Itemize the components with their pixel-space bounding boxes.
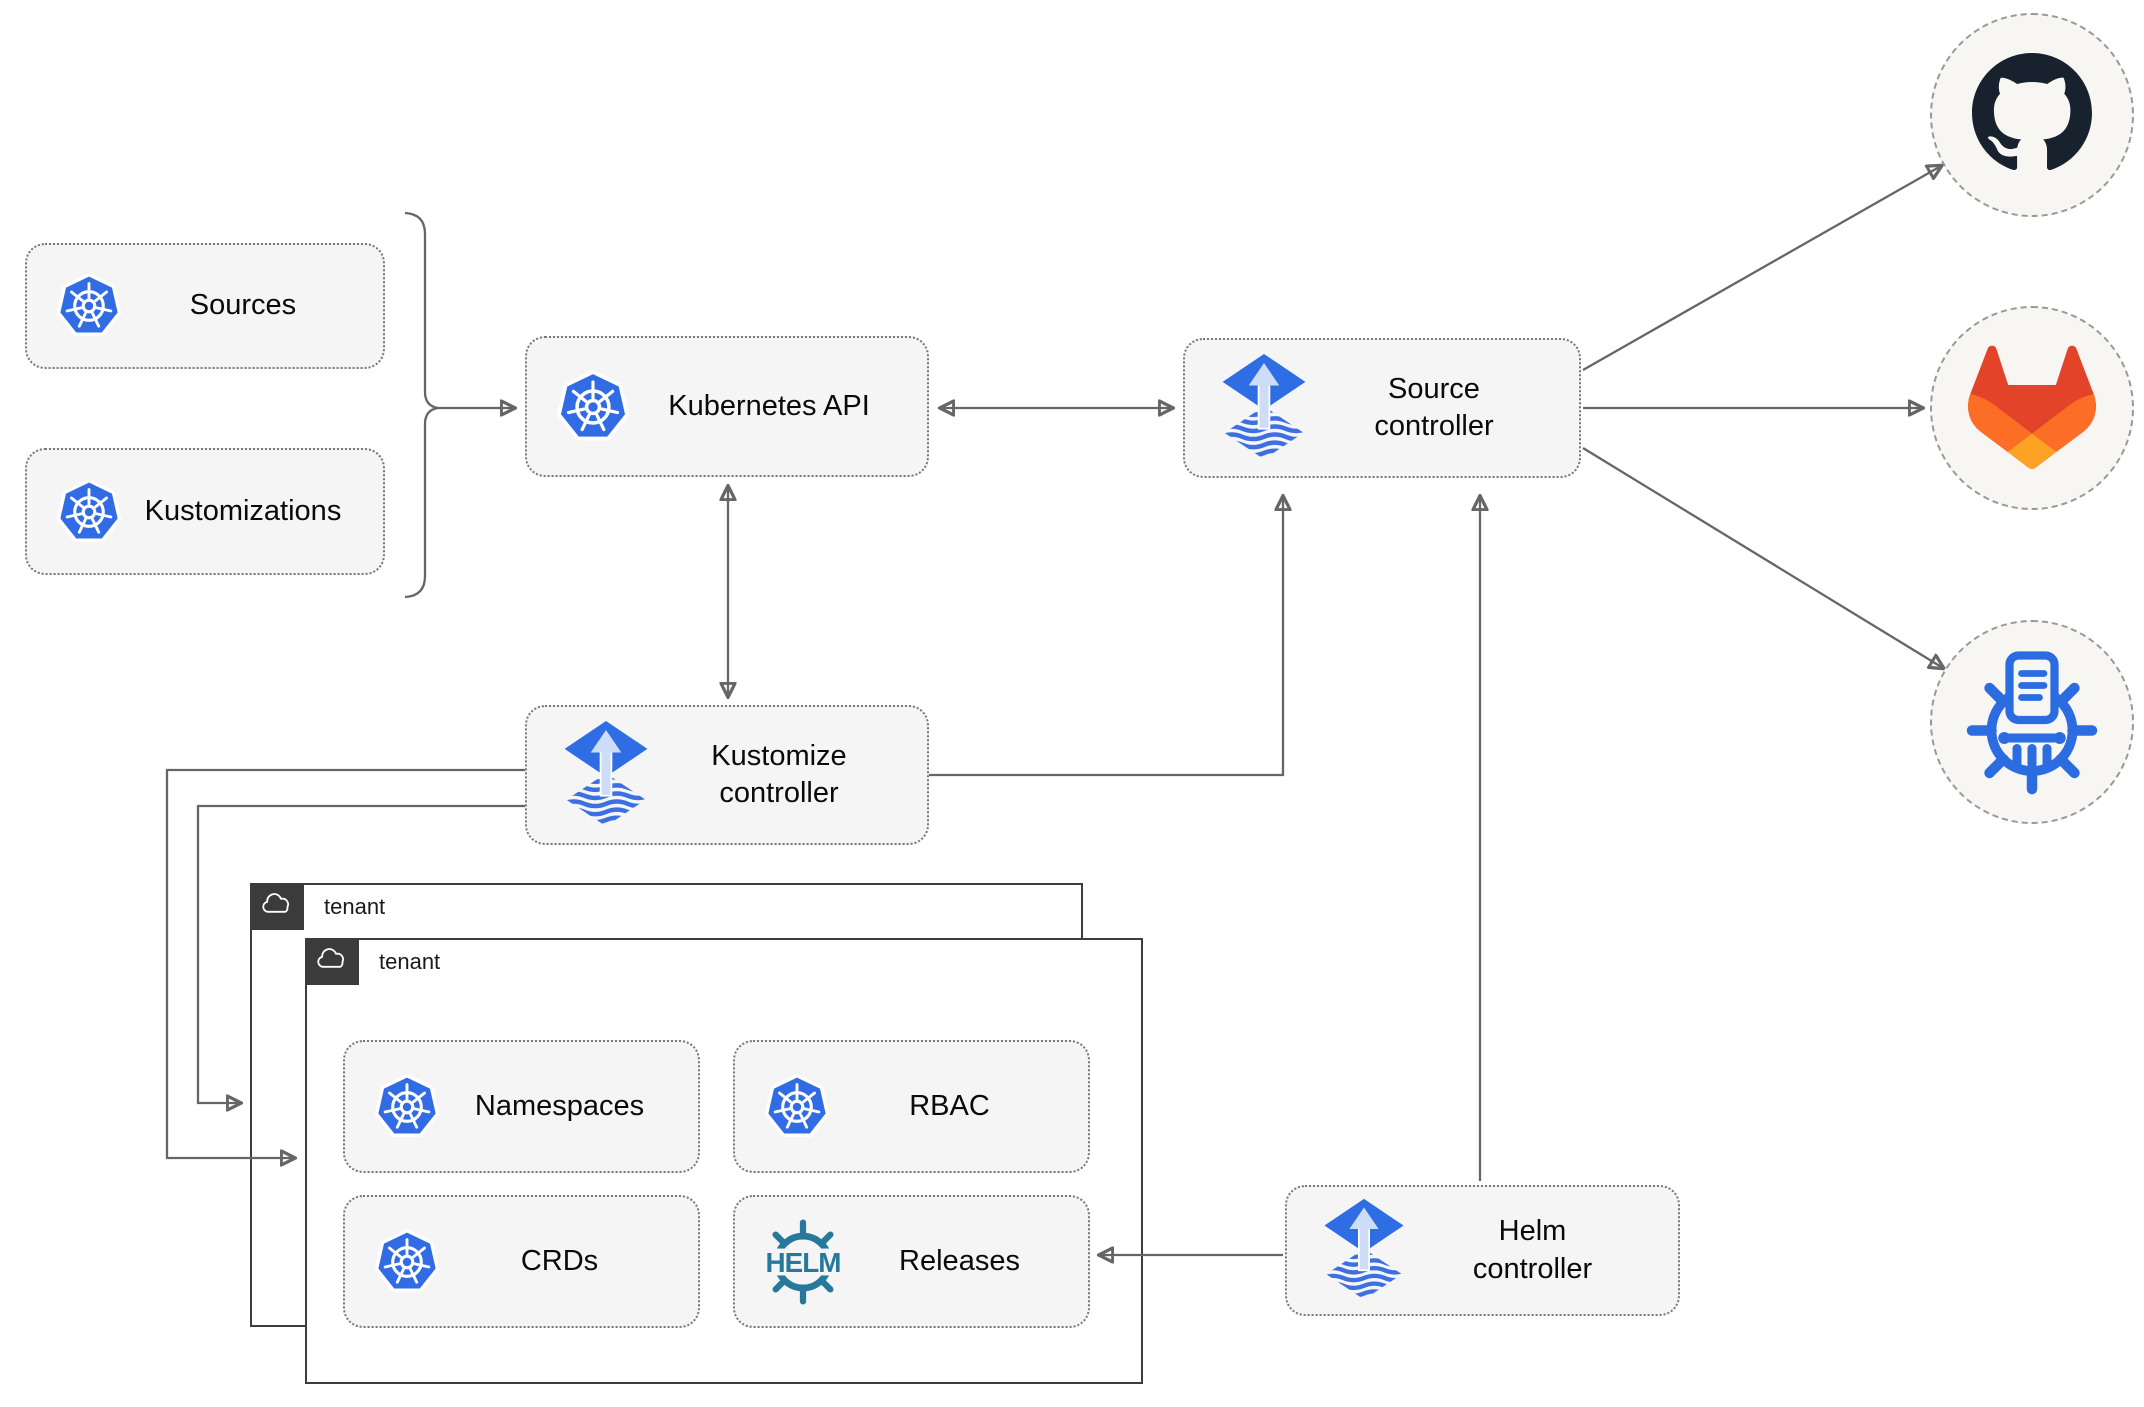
node-kustomize-controller: Kustomize controller [525,705,929,845]
chartmuseum-icon [1957,645,2107,800]
external-github [1930,13,2134,217]
brace-sources-group [404,211,439,599]
helm-logo-text: HELM [766,1247,841,1278]
node-source-controller-label: Source controller [1374,372,1494,442]
node-kubernetes-api: Kubernetes API [525,336,929,477]
tenant-inner-label: tenant [379,949,441,974]
kubernetes-icon [763,1073,831,1141]
external-chartmuseum [1930,620,2134,824]
kubernetes-icon [373,1228,441,1296]
node-rbac: RBAC [733,1040,1090,1173]
node-releases: HELM Releases [733,1195,1090,1328]
github-icon [1972,53,2092,178]
kubernetes-icon [555,369,631,445]
edge-kustomize-to-tenant-inner [165,768,525,1158]
node-kustomizations: Kustomizations [25,448,385,575]
node-helm-controller-label: Helm controller [1472,1215,1593,1285]
node-kustomizations-label: Kustomizations [144,494,342,527]
external-gitlab [1930,306,2134,510]
flux-icon [1219,353,1309,463]
flux-icon [1321,1198,1407,1303]
node-rbac-label: RBAC [909,1089,990,1122]
tenant-outer-label: tenant [324,894,386,919]
kubernetes-icon [55,478,123,546]
edge-source-controller-to-github [1582,166,1941,371]
node-source-controller: Source controller [1183,338,1581,478]
edge-kustomize-to-tenant-outer [196,804,525,1103]
tenant-outer-badge [249,882,304,930]
gitlab-icon [1956,339,2108,478]
kubernetes-icon [55,272,123,340]
node-namespaces-label: Namespaces [474,1089,645,1122]
flux-icon [561,720,651,830]
helm-icon: HELM [755,1214,851,1310]
edge-kustomize-to-source-controller [929,497,1283,777]
node-crds: CRDs [343,1195,700,1328]
kubernetes-icon [373,1073,441,1141]
node-kustomize-controller-label: Kustomize controller [711,739,847,809]
node-sources-label: Sources [189,289,297,322]
tenant-inner-badge [304,937,359,985]
edge-source-controller-to-chartmuseum [1582,447,1943,668]
node-sources: Sources [25,243,385,369]
node-kubernetes-api-label: Kubernetes API [668,389,870,422]
node-helm-controller: Helm controller [1285,1185,1680,1316]
node-crds-label: CRDs [520,1244,599,1277]
node-namespaces: Namespaces [343,1040,700,1173]
node-releases-label: Releases [899,1244,1020,1277]
